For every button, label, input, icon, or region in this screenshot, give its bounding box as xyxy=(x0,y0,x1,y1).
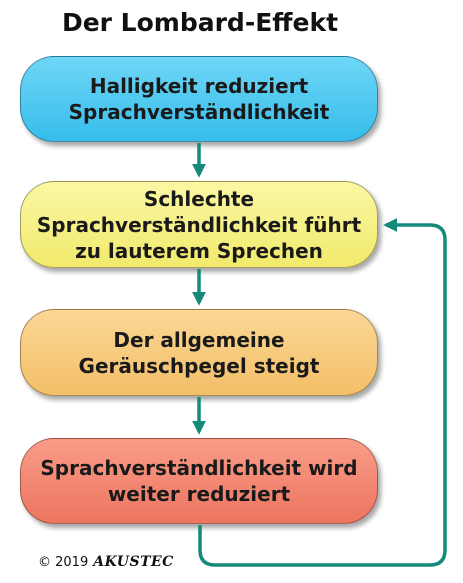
box-label: Halligkeit reduziert Sprachverständlichk… xyxy=(68,74,330,124)
diagram-title: Der Lombard-Effekt xyxy=(61,8,339,37)
box-label: Schlechte Sprachverständlichkeit führt z… xyxy=(36,186,362,263)
box-reduced-reverberation: Halligkeit reduziert Sprachverständlichk… xyxy=(20,56,378,142)
akustec-logo: AKUSTEC xyxy=(93,554,174,570)
box-further-reduced: Sprachverständlichkeit wird weiter reduz… xyxy=(20,438,378,524)
box-label: Sprachverständlichkeit wird weiter reduz… xyxy=(40,456,358,506)
copyright-text: © 2019 xyxy=(38,555,89,570)
copyright-footer: © 2019 AKUSTEC xyxy=(38,554,174,570)
box-noise-level-rises: Der allgemeine Geräuschpegel steigt xyxy=(20,309,378,396)
box-label: Der allgemeine Geräuschpegel steigt xyxy=(78,327,320,378)
feedback-loop-arrow xyxy=(198,218,447,567)
box-louder-speech: Schlechte Sprachverständlichkeit führt z… xyxy=(20,181,378,268)
